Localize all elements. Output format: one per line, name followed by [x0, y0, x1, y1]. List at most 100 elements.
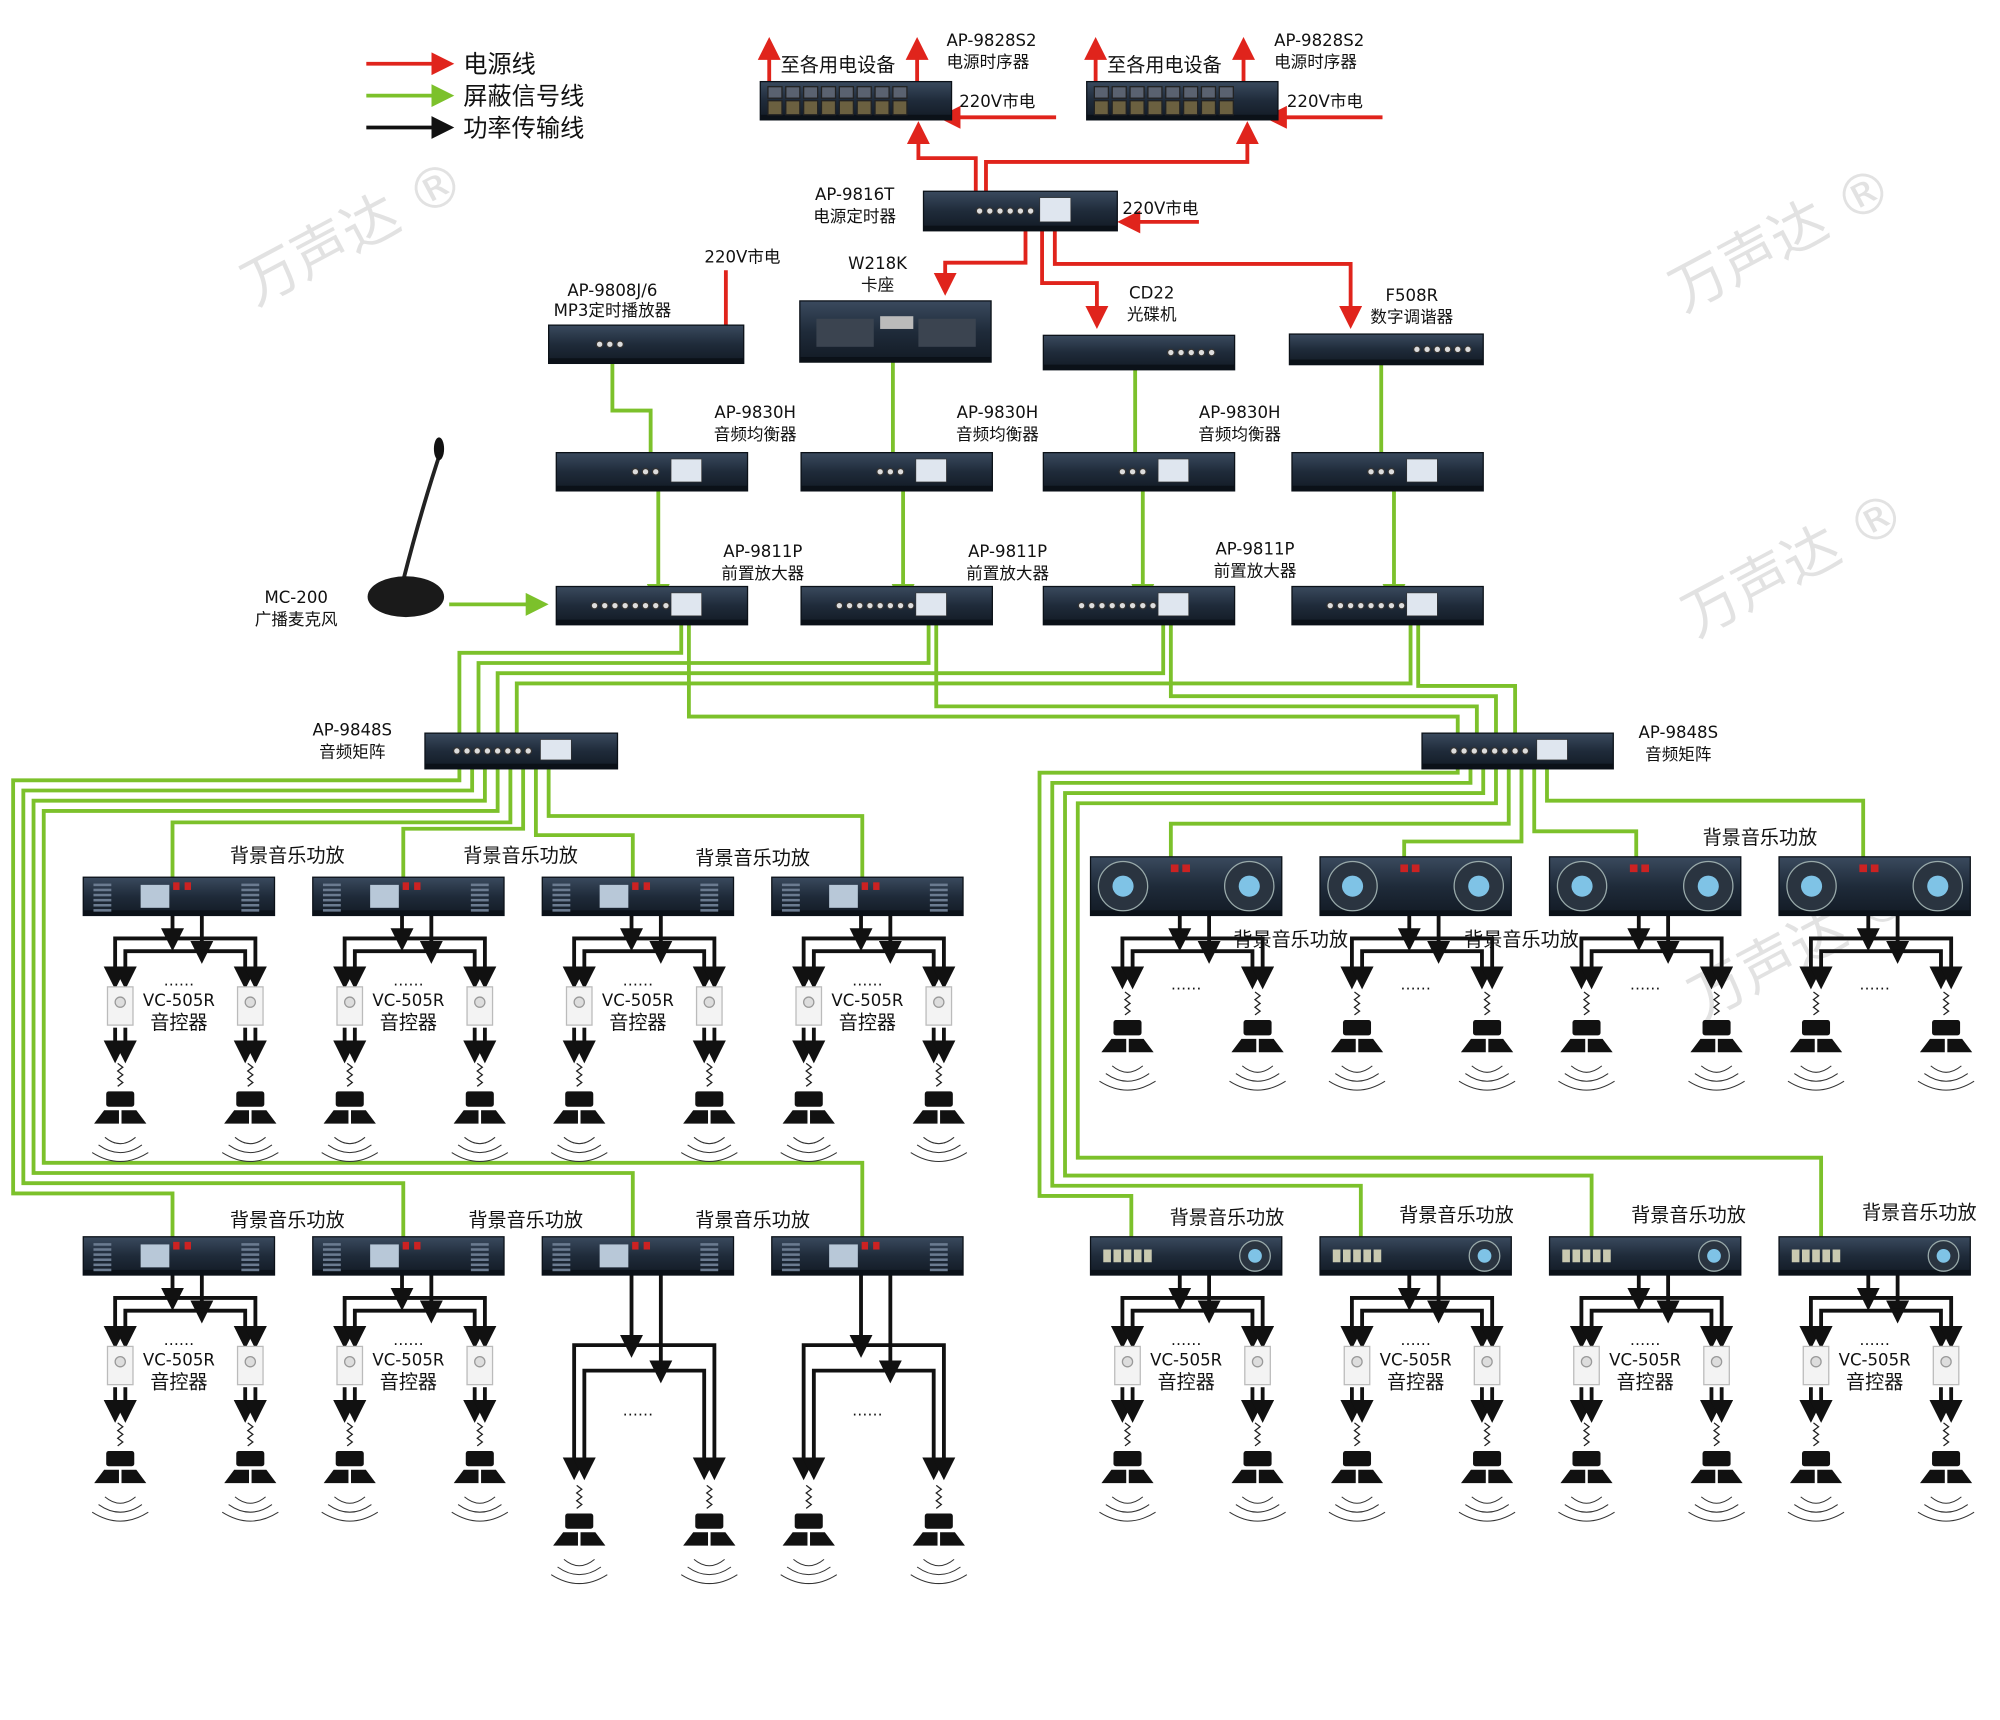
sound-wave	[786, 1566, 831, 1576]
sound-wave	[1328, 1511, 1386, 1522]
sound-wave	[91, 1511, 149, 1522]
vent-slot	[929, 1258, 948, 1261]
vent-slot	[241, 909, 260, 912]
device-foot	[1320, 910, 1512, 916]
sound-wave	[1787, 1511, 1845, 1522]
terminal-icon	[861, 1241, 869, 1250]
vent-slot	[241, 1253, 260, 1256]
sound-wave	[1800, 1496, 1832, 1504]
jack-icon	[590, 601, 599, 610]
spring-icon	[1123, 991, 1132, 1016]
vent-slot	[241, 883, 260, 887]
jack-icon	[1490, 747, 1499, 755]
outlet-icon	[856, 100, 872, 116]
zone-right-top-2: ……	[1327, 975, 1518, 1091]
speaker-magnet	[1342, 1020, 1372, 1036]
vent-slot	[93, 1268, 112, 1272]
fan-hub	[1238, 875, 1260, 897]
jack-icon	[835, 601, 844, 610]
vent-slot	[781, 1253, 800, 1256]
jack-icon	[1128, 467, 1137, 476]
vent-slot	[552, 909, 571, 912]
sound-wave	[687, 1144, 732, 1154]
outlet-icon	[1129, 100, 1145, 116]
display-icon	[599, 884, 629, 908]
outlet-icon	[785, 86, 801, 99]
jack-icon	[1356, 601, 1365, 610]
equalizer-4	[1291, 451, 1484, 492]
device-foot	[1043, 485, 1235, 491]
volume-control-icon	[1244, 1345, 1271, 1386]
volume-control-icon	[106, 1345, 134, 1386]
vent-slot	[322, 909, 341, 912]
sound-wave	[1688, 1080, 1745, 1091]
vc-model: VC-505R	[1150, 1351, 1222, 1370]
background-music-amplifier	[1319, 856, 1512, 917]
outlet-icon	[1093, 100, 1110, 116]
vc-model: VC-505R	[1380, 1351, 1452, 1370]
sound-wave	[1465, 1504, 1510, 1513]
outlet-icon	[1182, 86, 1199, 99]
sound-wave	[327, 1504, 372, 1513]
speaker-bus	[113, 1296, 258, 1342]
sound-wave	[457, 1504, 502, 1513]
sound-wave	[550, 1574, 608, 1585]
speaker-bus	[801, 936, 946, 982]
amplifier-label: 背景音乐功放	[1464, 928, 1579, 951]
speaker-magnet	[1572, 1020, 1601, 1036]
spring-icon	[116, 1422, 124, 1447]
sound-wave	[1700, 1065, 1733, 1073]
speaker-icon	[1556, 1422, 1617, 1522]
vc-model: VC-505R	[372, 1351, 444, 1370]
knob-icon	[114, 996, 126, 1008]
legend-speaker-label: 功率传输线	[463, 114, 584, 142]
eq-labels: AP-9830H 音频均衡器 AP-9830H 音频均衡器 AP-9830H 音…	[714, 403, 1282, 444]
outlet-icon	[892, 86, 908, 99]
vc-name: 音控器	[1157, 1370, 1214, 1393]
outlet-icon	[803, 86, 819, 99]
vc-model: VC-505R	[143, 991, 215, 1010]
speaker-icon	[908, 1062, 969, 1163]
sound-wave	[1558, 1511, 1615, 1522]
cassette-door	[816, 318, 874, 347]
sequencer-2-model: AP-9828S2	[1274, 31, 1364, 50]
fan-hub	[1341, 875, 1364, 897]
vc-name: 音控器	[150, 1011, 207, 1034]
jack-icon	[595, 340, 604, 349]
sound-wave	[910, 1574, 968, 1585]
sound-wave	[1700, 1496, 1733, 1504]
sound-wave	[451, 1152, 509, 1163]
background-music-amplifier	[771, 876, 964, 917]
terminal-icon	[873, 882, 880, 890]
fan-hub	[1800, 875, 1823, 897]
jack-icon	[524, 747, 533, 755]
vent-slot	[93, 888, 112, 892]
speaker-icon	[908, 1484, 969, 1585]
matrix-left-model: AP-9848S	[312, 721, 392, 740]
input-jack	[1373, 1249, 1382, 1263]
outlet-icon	[1147, 86, 1163, 99]
jack-icon	[616, 340, 624, 349]
background-music-amplifier	[1319, 1236, 1512, 1276]
signal-arrow	[31, 768, 645, 1265]
speaker-magnet	[1702, 1020, 1731, 1036]
vent-slot	[929, 898, 948, 902]
jack-icon	[876, 601, 885, 610]
ellipsis: ……	[393, 1331, 424, 1349]
vent-slot	[93, 1258, 112, 1261]
vent-slot	[470, 1253, 489, 1256]
vent-slot	[552, 898, 571, 902]
vent-slot	[470, 1248, 489, 1251]
outlet-icon	[785, 100, 801, 116]
mp3-model: AP-9808J/6	[567, 281, 657, 300]
microphone	[367, 437, 445, 618]
spring-icon	[935, 1484, 943, 1509]
display-icon	[829, 884, 858, 908]
sound-wave	[1341, 1065, 1373, 1073]
sound-wave	[793, 1136, 825, 1145]
input-jack	[1353, 1249, 1361, 1263]
sound-wave	[680, 1152, 738, 1163]
sound-wave	[1787, 1080, 1845, 1091]
panel-label	[1157, 458, 1190, 483]
